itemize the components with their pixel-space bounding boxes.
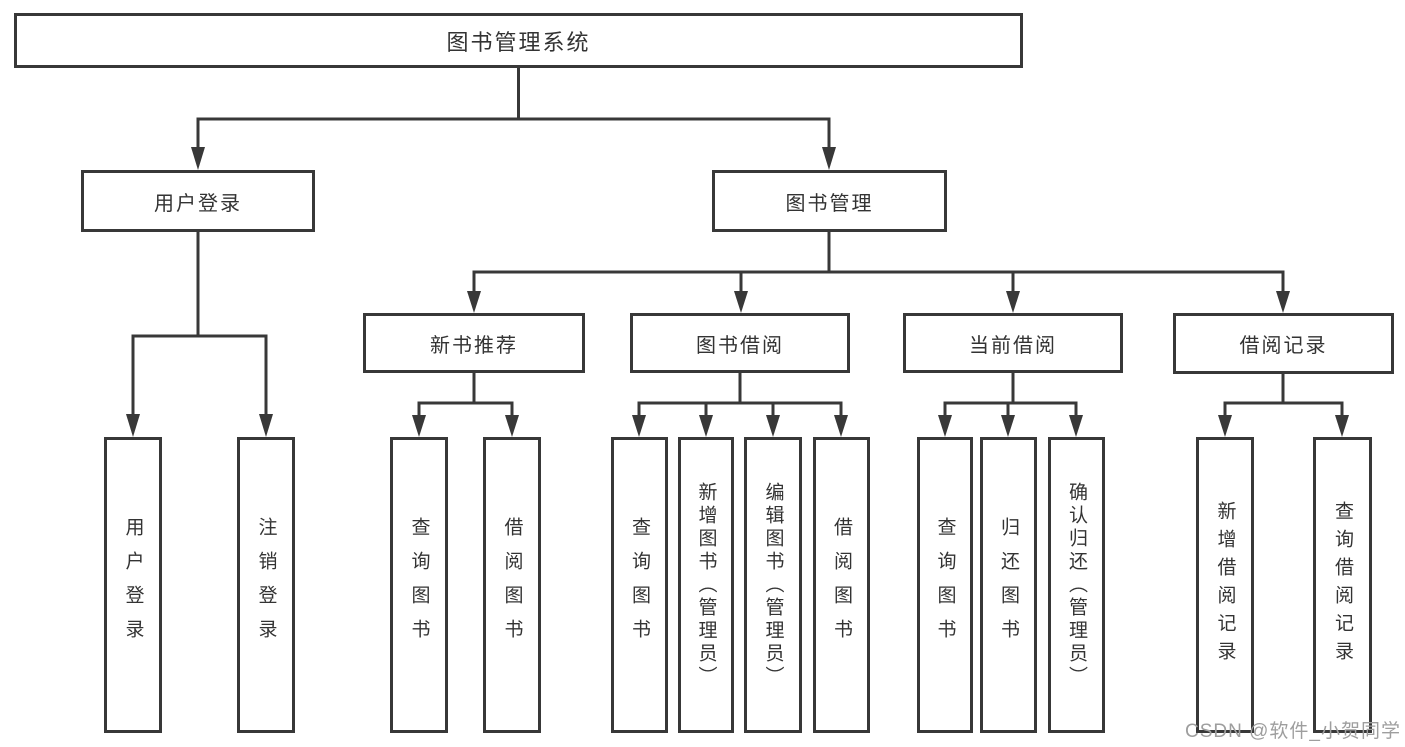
leaf-borrow-book-2: 借阅图书 xyxy=(813,437,870,733)
leaf-query-book-1: 查询图书 xyxy=(390,437,448,733)
leaf-add-book-admin: 新增图书（管理员） xyxy=(678,437,734,733)
leaf-borrow-book-1-label: 借阅图书 xyxy=(501,517,523,653)
leaf-confirm-return-admin: 确认归还（管理员） xyxy=(1048,437,1105,733)
node-book-management-label: 图书管理 xyxy=(785,192,874,215)
leaf-query-book-3-label: 查询图书 xyxy=(934,517,956,653)
leaf-query-book-2: 查询图书 xyxy=(611,437,668,733)
node-current-borrow-label: 当前借阅 xyxy=(969,334,1057,357)
leaf-logout-label: 注销登录 xyxy=(255,517,277,653)
node-borrow-records: 借阅记录 xyxy=(1173,313,1394,374)
node-user-login-label: 用户登录 xyxy=(154,192,242,215)
node-user-login: 用户登录 xyxy=(81,170,315,232)
leaf-return-book: 归还图书 xyxy=(980,437,1037,733)
leaf-query-book-2-label: 查询图书 xyxy=(629,517,650,653)
leaf-user-login-label: 用户登录 xyxy=(122,517,144,653)
leaf-query-borrow-record: 查询借阅记录 xyxy=(1313,437,1372,733)
leaf-borrow-book-1: 借阅图书 xyxy=(483,437,541,733)
node-book-borrow-label: 图书借阅 xyxy=(696,334,784,357)
node-root-system: 图书管理系统 xyxy=(14,13,1023,68)
leaf-query-book-3: 查询图书 xyxy=(917,437,973,733)
leaf-add-borrow-record-label: 新增借阅记录 xyxy=(1214,501,1236,669)
leaf-user-login: 用户登录 xyxy=(104,437,162,733)
node-current-borrow: 当前借阅 xyxy=(903,313,1123,373)
leaf-confirm-return-admin-label: 确认归还（管理员） xyxy=(1066,481,1087,689)
node-root-label: 图书管理系统 xyxy=(446,29,591,55)
leaf-return-book-label: 归还图书 xyxy=(998,517,1019,653)
leaf-query-book-1-label: 查询图书 xyxy=(408,517,430,653)
node-new-book-recommend: 新书推荐 xyxy=(363,313,585,373)
leaf-logout: 注销登录 xyxy=(237,437,295,733)
leaf-query-borrow-record-label: 查询借阅记录 xyxy=(1332,501,1353,669)
leaf-edit-book-admin: 编辑图书（管理员） xyxy=(744,437,802,733)
node-borrow-records-label: 借阅记录 xyxy=(1239,335,1328,357)
csdn-watermark: CSDN @软件_小贺同学 xyxy=(1185,721,1401,742)
node-new-book-recommend-label: 新书推荐 xyxy=(430,334,518,357)
leaf-add-book-admin-label: 新增图书（管理员） xyxy=(695,481,717,689)
leaf-add-borrow-record: 新增借阅记录 xyxy=(1196,437,1254,733)
node-book-management: 图书管理 xyxy=(712,170,947,232)
leaf-borrow-book-2-label: 借阅图书 xyxy=(831,517,852,653)
node-book-borrow: 图书借阅 xyxy=(630,313,850,373)
leaf-edit-book-admin-label: 编辑图书（管理员） xyxy=(762,481,784,689)
